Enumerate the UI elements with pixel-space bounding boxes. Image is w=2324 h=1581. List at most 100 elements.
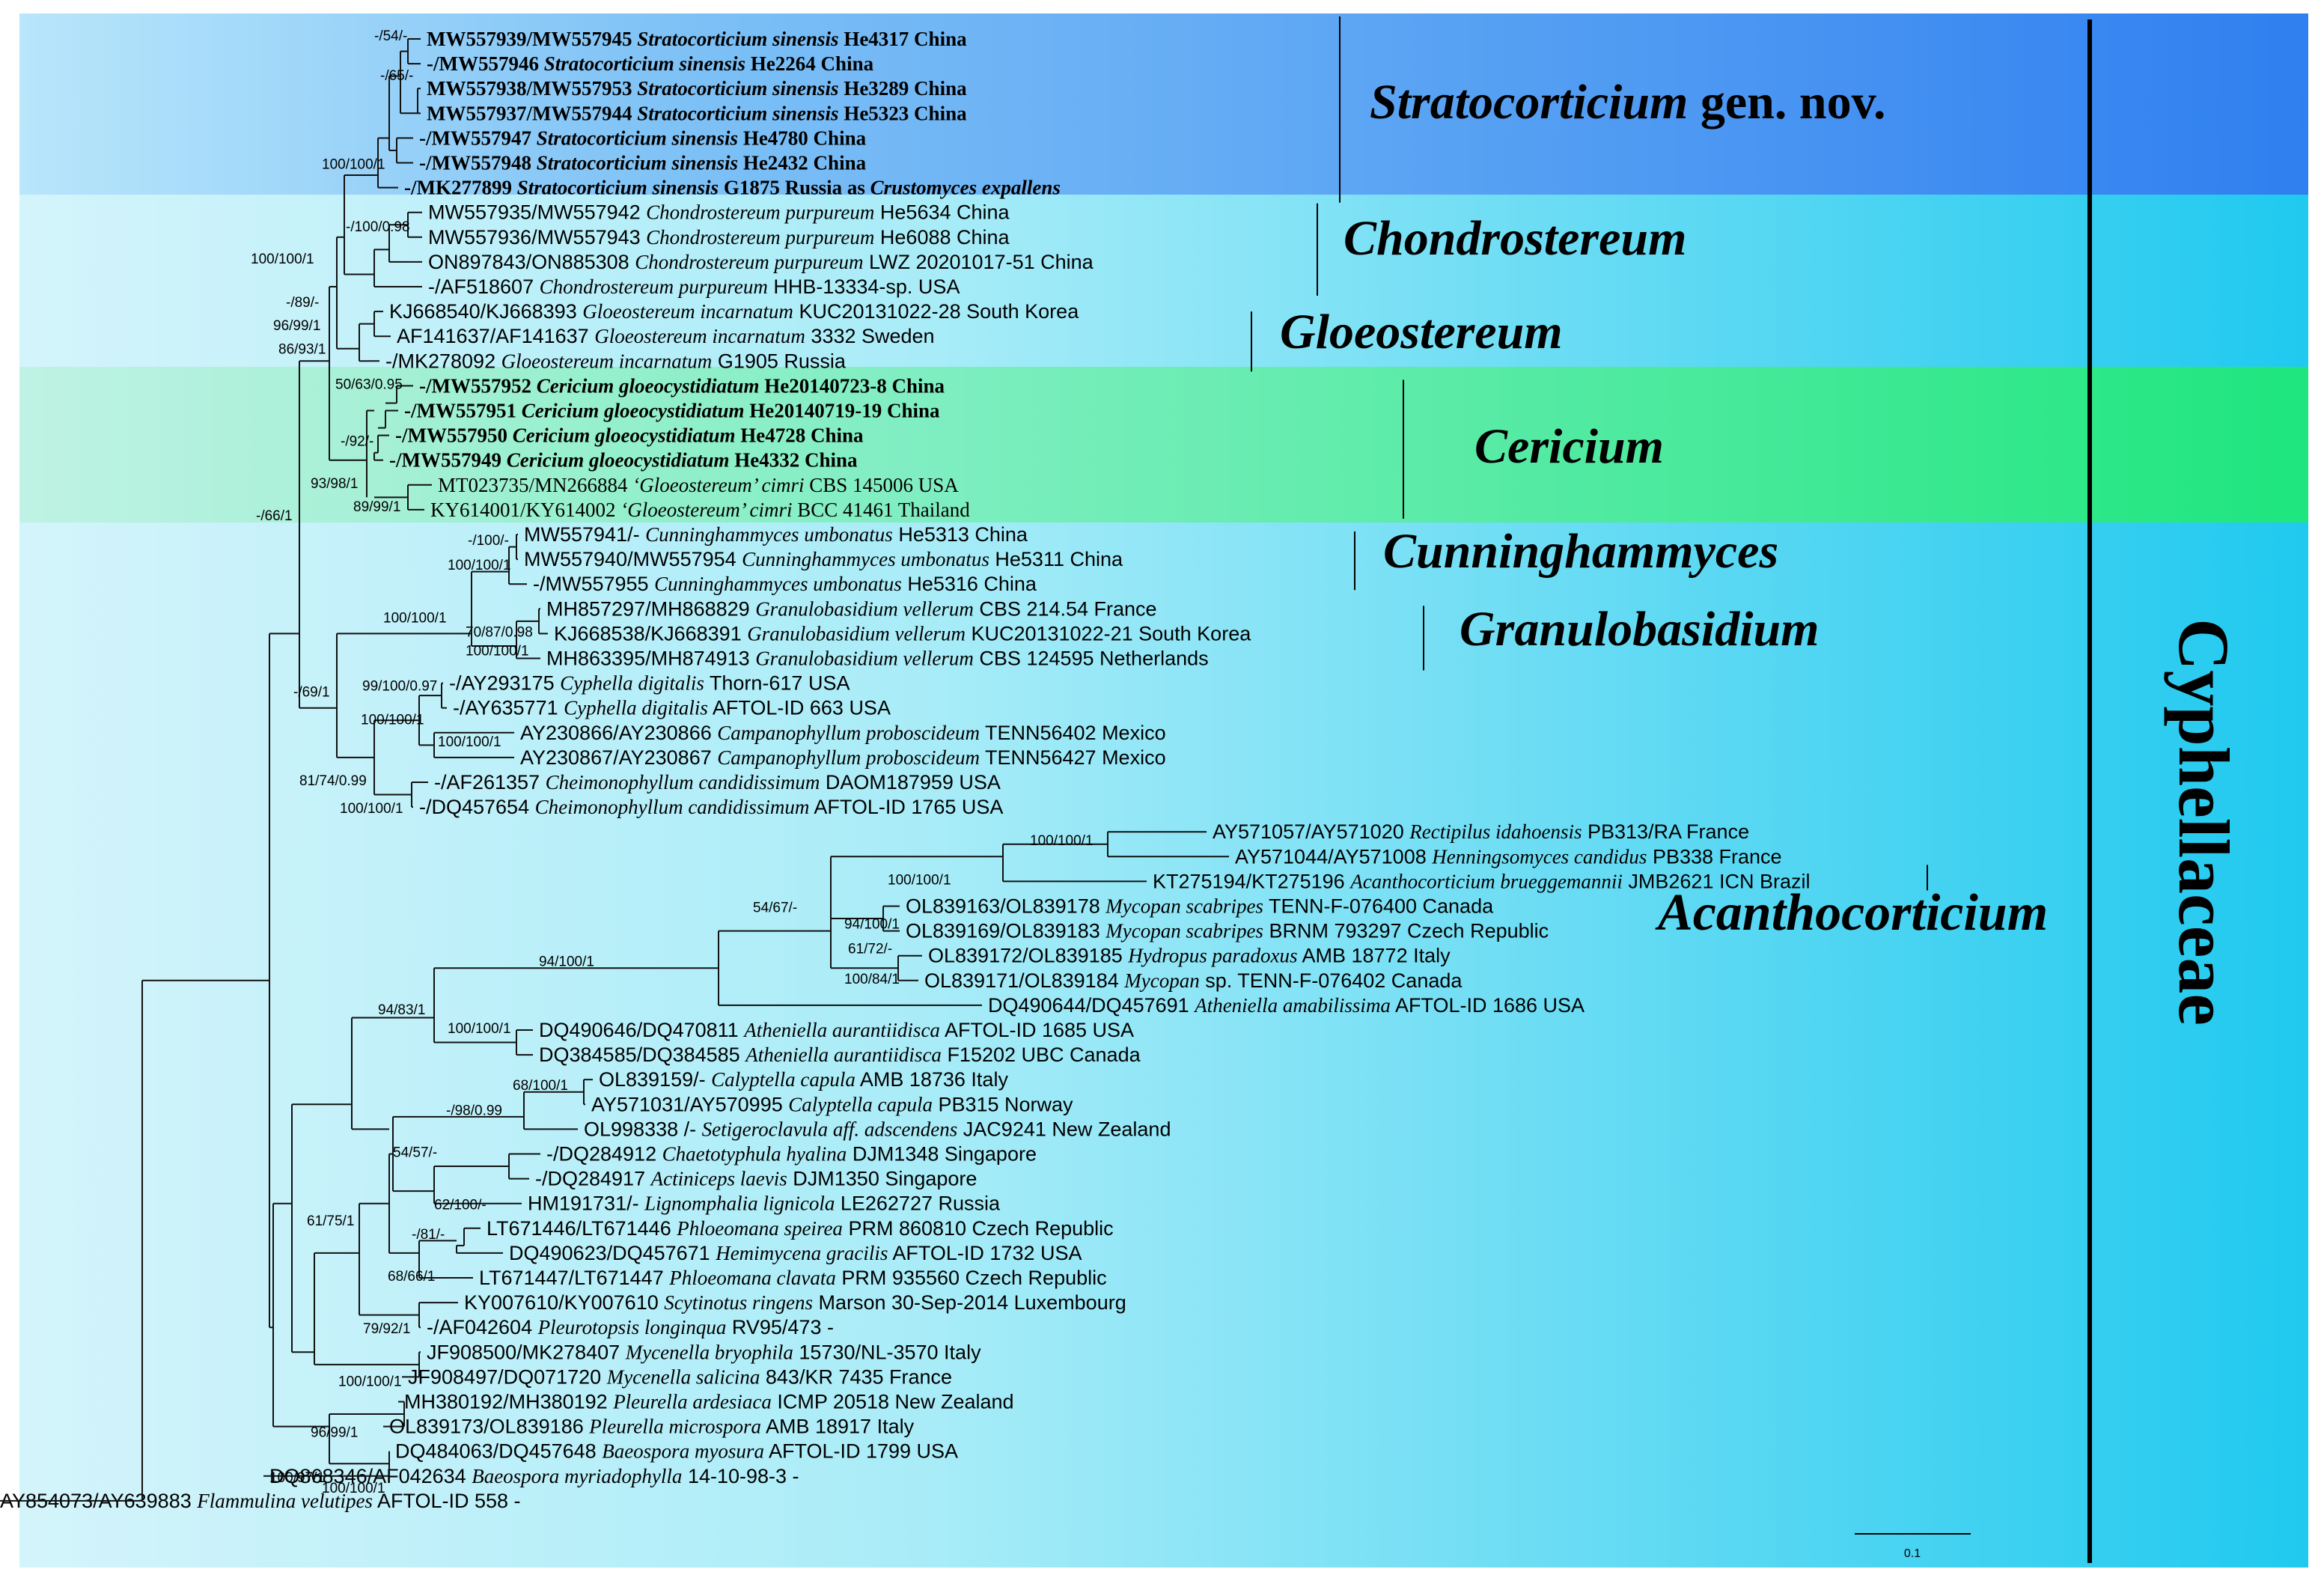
tip-label: -/MW557949 Cericium gloeocystidiatum He4… [389, 449, 858, 472]
tip-label: KY007610/KY007610 Scytinotus ringens Mar… [464, 1291, 1126, 1314]
support-value: 50/63/0.95 [335, 377, 403, 392]
tip-label: OL839169/OL839183 Mycopan scabripes BRNM… [906, 920, 1549, 942]
tip-label: HM191731/- Lignomphalia lignicola LE2627… [528, 1192, 1001, 1215]
support-value: 94/100/1 [539, 954, 594, 970]
cericium-highlight [19, 367, 2308, 523]
tip-label: -/AF518607 Chondrostereum purpureum HHB-… [428, 275, 960, 298]
support-value: 70/87/0.98 [466, 624, 533, 640]
tip-label: DQ868346/AF042634 Baeospora myriadophyll… [269, 1465, 799, 1487]
tip-label: -/MW557955 Cunninghammyces umbonatus He5… [533, 573, 1037, 595]
support-value: 96/99/1 [273, 318, 320, 334]
support-value: -/54/- [374, 28, 407, 44]
tip-label: AY571031/AY570995 Calyptella capula PB31… [591, 1093, 1073, 1115]
support-value: 68/66/1 [388, 1269, 435, 1285]
gloeostereum-clade-label: Gloeostereum [1280, 305, 1563, 359]
tip-label: OL839159/- Calyptella capula AMB 18736 I… [599, 1068, 1008, 1091]
tip-label: OL839172/OL839185 Hydropus paradoxus AMB… [928, 945, 1451, 967]
tip-label: -/MW557948 Stratocorticium sinensis He24… [419, 152, 867, 174]
tip-label: AY571044/AY571008 Henningsomyces candidu… [1235, 845, 1782, 868]
tip-label: -/MW557947 Stratocorticium sinensis He47… [419, 127, 867, 149]
tip-label: KY614001/KY614002 ‘Gloeostereum’ cimri B… [430, 499, 970, 521]
tip-label: -/MK277899 Stratocorticium sinensis G187… [404, 177, 1061, 199]
support-value: 100/97/1 [269, 1470, 325, 1486]
tip-label: DQ484063/DQ457648 Baeospora myosura AFTO… [395, 1440, 958, 1463]
tip-label: DQ490623/DQ457671 Hemimycena gracilis AF… [509, 1242, 1082, 1264]
support-value: 61/75/1 [307, 1213, 354, 1229]
tip-label: DQ490646/DQ470811 Atheniella aurantiidis… [539, 1019, 1134, 1041]
stratocorticium-clade-label: Stratocorticium gen. nov. [1370, 75, 1885, 130]
tip-label: MH863395/MH874913 Granulobasidium veller… [546, 648, 1209, 670]
support-value: -/98/0.99 [446, 1103, 502, 1118]
tip-label: OL839173/OL839186 Pleurella microspora A… [389, 1416, 915, 1438]
background-base [19, 13, 2308, 1568]
support-value: -/92/- [341, 434, 373, 450]
tip-label: -/AY635771 Cyphella digitalis AFTOL-ID 6… [453, 697, 891, 719]
tip-label: -/MW557952 Cericium gloeocystidiatum He2… [419, 374, 945, 397]
support-value: 100/100/1 [448, 558, 511, 573]
tip-label: AY230866/AY230866 Campanophyllum probosc… [520, 722, 1166, 744]
support-value: 62/100/- [434, 1198, 487, 1213]
support-value: 100/100/1 [322, 157, 385, 173]
granulobasidium-clade-label: Granulobasidium [1460, 602, 1820, 657]
support-value: 99/100/0.97 [362, 679, 437, 695]
tip-label: -/DQ284917 Actiniceps laevis DJM1350 Sin… [535, 1168, 977, 1190]
tip-label: KJ668540/KJ668393 Gloeostereum incarnatu… [389, 300, 1079, 323]
tip-label: OL998338 /- Setigeroclavula aff. adscend… [584, 1118, 1171, 1140]
tip-label: KJ668538/KJ668391 Granulobasidium veller… [554, 622, 1251, 645]
tip-label: OL839163/OL839178 Mycopan scabripes TENN… [906, 895, 1494, 918]
support-value: 100/100/1 [438, 734, 501, 750]
tip-label: -/AF261357 Cheimonophyllum candidissimum… [434, 771, 1001, 793]
cunninghammyces-clade-label: Cunninghammyces [1383, 524, 1778, 579]
support-value: -/100/- [468, 533, 509, 549]
tip-label: AY571057/AY571020 Rectipilus idahoensis … [1213, 820, 1749, 843]
tip-label: AY230867/AY230867 Campanophyllum probosc… [520, 746, 1166, 769]
support-value: 100/100/1 [1030, 833, 1094, 849]
tip-label: DQ490644/DQ457691 Atheniella amabilissim… [988, 994, 1585, 1017]
chondrostereum-clade-label: Chondrostereum [1344, 211, 1686, 266]
tip-label: ON897843/ON885308 Chondrostereum purpure… [428, 251, 1094, 273]
tip-label: AY854073/AY639883 Flammulina velutipes A… [0, 1490, 521, 1512]
tip-label: AF141637/AF141637 Gloeostereum incarnatu… [397, 325, 935, 347]
support-value: 93/98/1 [311, 476, 358, 492]
tip-label: MW557935/MW557942 Chondrostereum purpure… [428, 201, 1010, 224]
tip-label: LT671446/LT671446 Phloeomana speirea PRM… [487, 1217, 1114, 1240]
family-label: Cyphellaceae [2164, 618, 2244, 1026]
tip-label: MW557941/- Cunninghammyces umbonatus He5… [524, 523, 1028, 546]
tip-label: -/AF042604 Pleurotopsis longinqua RV95/4… [427, 1316, 834, 1338]
tip-label: -/MW557946 Stratocorticium sinensis He22… [427, 52, 874, 75]
support-value: 100/100/1 [383, 610, 447, 626]
tip-label: MW557938/MW557953 Stratocorticium sinens… [427, 77, 967, 100]
support-value: 54/57/- [393, 1145, 437, 1161]
tip-label: JF908500/MK278407 Mycenella bryophila 15… [427, 1341, 981, 1363]
tip-label: MH380192/MH380192 Pleurella ardesiaca IC… [404, 1391, 1014, 1413]
tip-label: DQ384585/DQ384585 Atheniella aurantiidis… [539, 1044, 1141, 1066]
tip-label: MW557939/MW557945 Stratocorticium sinens… [427, 28, 967, 50]
support-value: 100/100/1 [361, 713, 424, 728]
support-value: 94/100/1 [844, 917, 900, 933]
support-value: -/89/- [286, 295, 319, 311]
tip-label: OL839171/OL839184 Mycopan sp. TENN-F-076… [924, 969, 1463, 992]
support-value: -/69/1 [293, 685, 330, 701]
tip-label: KT275194/KT275196 Acanthocorticium brueg… [1153, 870, 1810, 892]
tip-label: JF908497/DQ071720 Mycenella salicina 843… [408, 1365, 952, 1388]
support-value: 100/84/1 [844, 972, 900, 987]
cericium-clade-label: Cericium [1474, 419, 1664, 474]
tip-label: -/AY293175 Cyphella digitalis Thorn-617 … [449, 672, 850, 695]
tip-label: MW557936/MW557943 Chondrostereum purpure… [428, 226, 1010, 249]
tip-label: -/MW557950 Cericium gloeocystidiatum He4… [395, 424, 864, 447]
tip-label: -/DQ284912 Chaetotyphula hyalina DJM1348… [546, 1143, 1037, 1166]
support-value: 100/100/1 [448, 1021, 511, 1037]
tip-label: -/MK278092 Gloeostereum incarnatum G1905… [385, 350, 847, 372]
tip-label: MW557937/MW557944 Stratocorticium sinens… [427, 102, 967, 124]
tip-label: MH857297/MH868829 Granulobasidium veller… [546, 597, 1157, 620]
support-value: 54/67/- [753, 901, 797, 916]
support-value: 89/99/1 [353, 499, 400, 515]
acanthocorticium-clade-label: Acanthocorticium [1655, 884, 2048, 942]
tip-label: LT671447/LT671447 Phloeomana clavata PRM… [479, 1267, 1107, 1289]
support-value: 100/100/1 [340, 801, 403, 817]
tip-label: -/MW557951 Cericium gloeocystidiatum He2… [404, 400, 940, 422]
support-value: 96/99/1 [311, 1425, 358, 1441]
scale-bar-label: 0.1 [1904, 1547, 1921, 1560]
support-value: -/66/1 [256, 508, 293, 524]
support-value: 68/100/1 [513, 1078, 568, 1094]
